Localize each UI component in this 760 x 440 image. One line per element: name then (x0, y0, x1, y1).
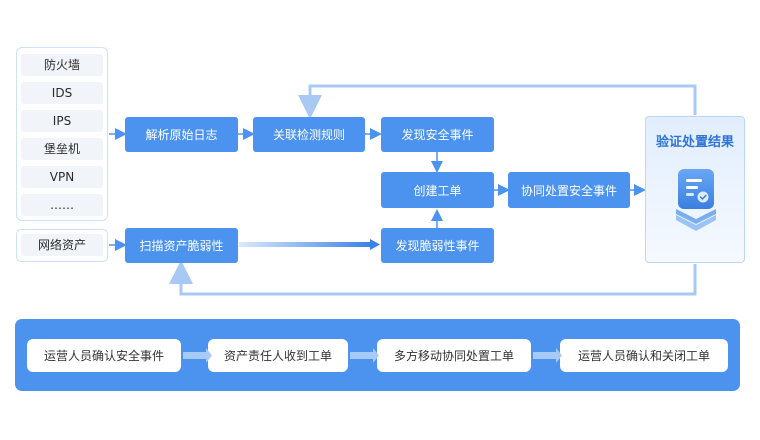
verify-result-title: 验证处置结果 (655, 135, 734, 150)
node-discover-security-event: 发现安全事件 (381, 117, 494, 152)
source-ids: IDS (21, 82, 103, 104)
source-ips: IPS (21, 110, 103, 132)
loop-result-to-scan (169, 260, 697, 296)
source-vpn: VPN (21, 166, 103, 188)
workflow-step-mobile-collaboration: 多方移动协同处置工单 (377, 339, 531, 372)
source-systems-panel: 防火墙 IDS IPS 堡垒机 VPN …… (16, 47, 108, 221)
arrow-scan-to-vuln-bar (239, 242, 371, 247)
source-more: …… (21, 194, 103, 216)
workflow-step-confirm-event: 运营人员确认安全事件 (27, 339, 181, 372)
node-discover-vulnerability-event: 发现脆弱性事件 (381, 228, 494, 263)
network-asset-panel: 网络资产 (16, 229, 108, 262)
node-correlation-rules: 关联检测规则 (253, 117, 365, 152)
node-parse-logs: 解析原始日志 (125, 117, 238, 152)
loop-result-to-rules (298, 84, 697, 119)
workflow-step-owner-receives-ticket: 资产责任人收到工单 (208, 339, 348, 372)
document-verify-icon (676, 169, 716, 231)
network-asset-label: 网络资产 (21, 234, 103, 256)
source-bastion-host: 堡垒机 (21, 138, 103, 160)
verify-result-panel: 验证处置结果 (645, 116, 745, 263)
node-collaborative-handling: 协同处置安全事件 (508, 172, 630, 208)
node-create-ticket: 创建工单 (381, 172, 494, 208)
source-firewall: 防火墙 (21, 54, 103, 76)
node-scan-vulnerabilities: 扫描资产脆弱性 (125, 228, 238, 263)
workflow-step-confirm-and-close: 运营人员确认和关闭工单 (560, 339, 728, 372)
arrow-scan-to-vuln-head (370, 239, 380, 250)
